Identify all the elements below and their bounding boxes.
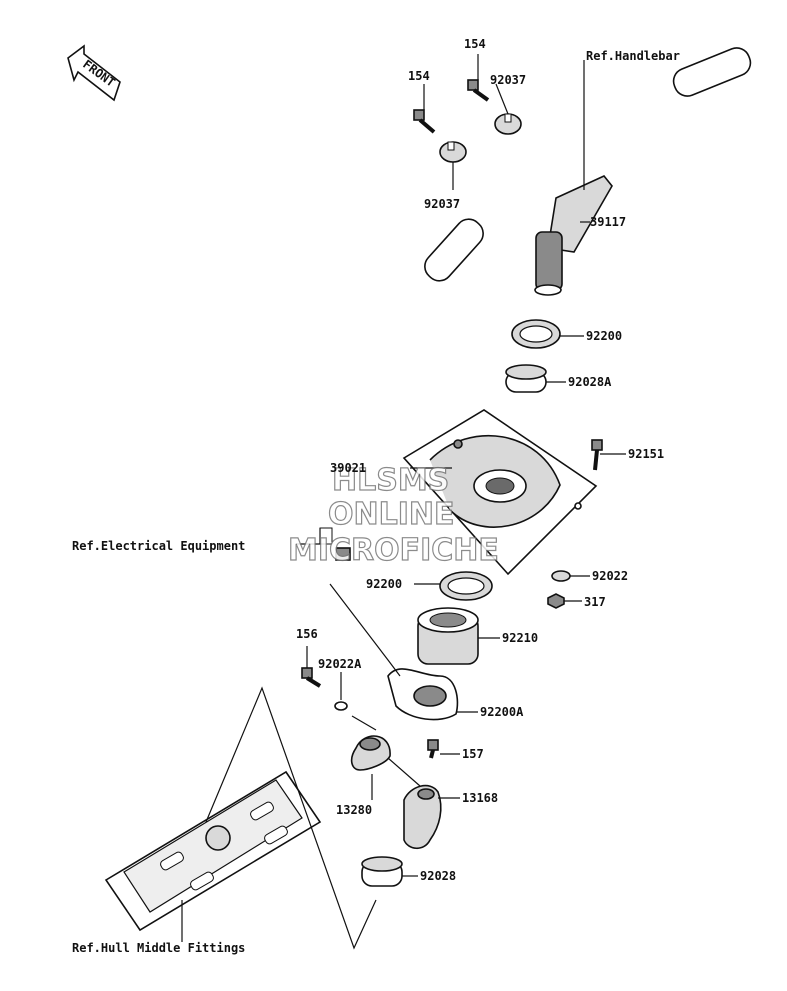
part-label: 92022A xyxy=(318,657,362,671)
part-label: 92200 xyxy=(366,577,402,591)
front-arrow-icon: FRONT xyxy=(67,44,121,102)
part-label: 92037 xyxy=(424,197,460,211)
nut-317-icon xyxy=(547,593,565,609)
steering-cover-drawing xyxy=(402,409,598,576)
watermark: HLSMS ONLINE MICROFICHE xyxy=(287,462,499,568)
part-label: 92028A xyxy=(568,375,612,389)
leader-lines xyxy=(181,54,626,950)
part-label: 92037 xyxy=(490,73,526,87)
part-label: 92022 xyxy=(592,569,628,583)
washer-92022-icon xyxy=(551,570,571,582)
bolt-154-left-icon xyxy=(413,109,436,134)
bolt-92151-icon xyxy=(591,439,603,471)
ref-electrical-label: Ref.Electrical Equipment xyxy=(72,539,245,553)
handlebar-drawing xyxy=(424,47,752,293)
electrical-connector-icon xyxy=(319,527,351,561)
hull-plate-drawing xyxy=(104,770,322,932)
part-label: 13168 xyxy=(462,791,498,805)
part-label: 154 xyxy=(464,37,486,51)
part-label: 317 xyxy=(584,595,606,609)
throttle-lever-drawing xyxy=(534,175,613,296)
clip-92037-right-icon xyxy=(494,113,522,135)
lever-13168-icon xyxy=(403,784,442,850)
watermark-line-3: MICROFICHE xyxy=(288,533,499,568)
part-label: 92210 xyxy=(502,631,538,645)
part-label: 157 xyxy=(462,747,484,761)
ref-hull-label: Ref.Hull Middle Fittings xyxy=(72,941,245,955)
plate-92200A-icon xyxy=(387,668,459,721)
part-label: 156 xyxy=(296,627,318,641)
clip-92037-left-icon xyxy=(439,141,467,163)
part-label: 92028 xyxy=(420,869,456,883)
part-label: 13280 xyxy=(336,803,372,817)
gear-92210-icon xyxy=(417,607,479,665)
part-label: 92151 xyxy=(628,447,664,461)
part-label: 92200A xyxy=(480,705,524,719)
watermark-line-2: ONLINE xyxy=(328,497,455,532)
bolt-157-icon xyxy=(427,739,439,759)
bolt-154-right-icon xyxy=(467,79,490,102)
washer-92022A-icon xyxy=(334,701,348,711)
part-label: 39021 xyxy=(330,461,366,475)
part-label: 92200 xyxy=(586,329,622,343)
collar-92028-icon xyxy=(361,856,403,887)
watermark-line-1: HLSMS xyxy=(332,463,449,498)
collar-92028A-icon xyxy=(505,364,547,393)
part-label: 39117 xyxy=(590,215,626,229)
part-label: 154 xyxy=(408,69,430,83)
cam-13280-icon xyxy=(350,735,391,771)
ref-handlebar-label: Ref.Handlebar xyxy=(586,49,680,63)
